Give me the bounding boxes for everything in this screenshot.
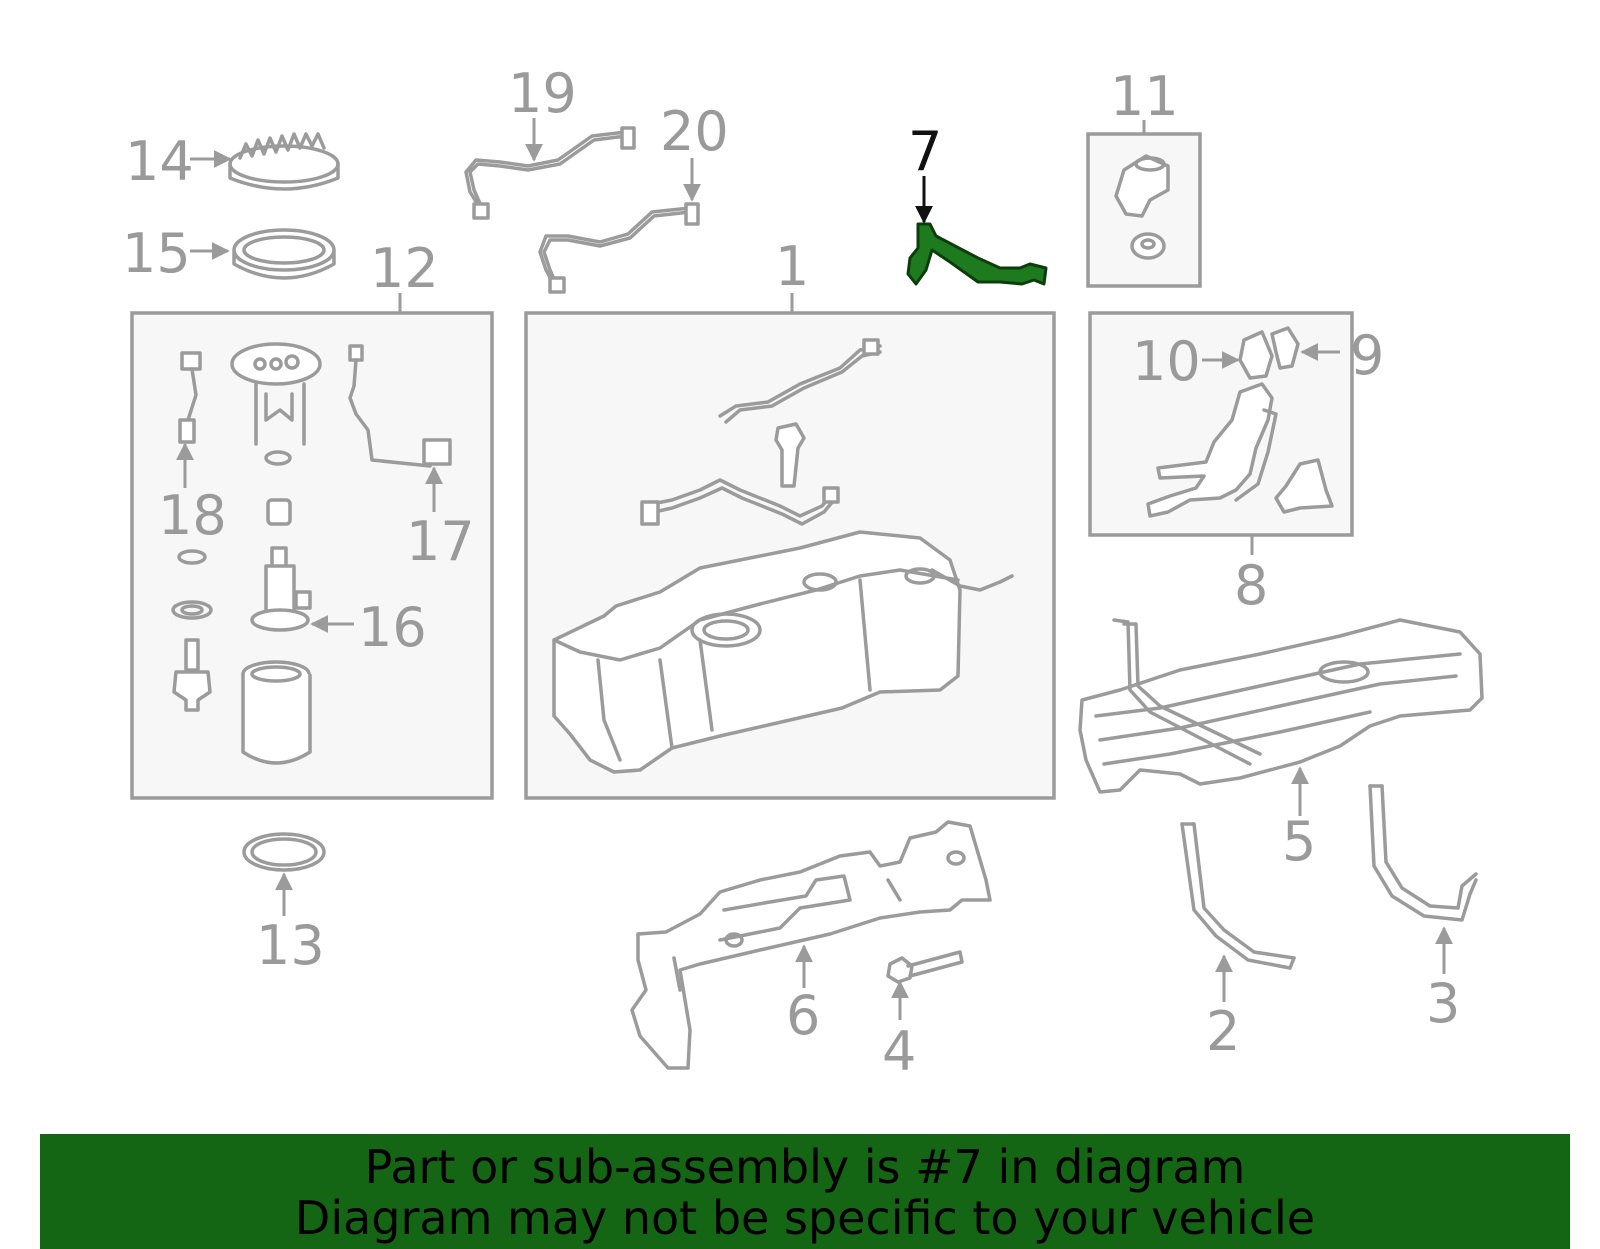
part-filler-neck bbox=[1146, 382, 1334, 518]
part-fuel-filter bbox=[241, 660, 312, 765]
part-fuel-pump-top bbox=[230, 342, 322, 446]
banner-line-2: Diagram may not be specific to your vehi… bbox=[294, 1191, 1316, 1245]
part-13-gasket bbox=[242, 832, 326, 872]
part-o-ring-c-inner bbox=[180, 604, 204, 616]
part-20-fuel-line bbox=[538, 202, 700, 294]
callout-3: 3 bbox=[1426, 972, 1460, 1035]
part-10-clip bbox=[1238, 330, 1274, 380]
part-17-sender-unit bbox=[348, 344, 452, 468]
banner-line-1: Part or sub-assembly is #7 in diagram bbox=[364, 1140, 1246, 1194]
callout-11: 11 bbox=[1110, 65, 1179, 128]
callout-15: 15 bbox=[122, 222, 191, 285]
part-o-ring-a bbox=[264, 450, 292, 466]
part-4-bolt bbox=[886, 950, 964, 984]
part-o-ring-b bbox=[177, 549, 207, 565]
part-o-ring-c bbox=[171, 600, 213, 620]
callout-2: 2 bbox=[1206, 1000, 1240, 1063]
part-15-gasket bbox=[232, 228, 336, 280]
callout-14: 14 bbox=[125, 130, 194, 193]
callout-7: 7 bbox=[908, 120, 942, 183]
callout-4: 4 bbox=[882, 1020, 916, 1083]
part-3-strap bbox=[1368, 784, 1478, 922]
callout-9: 9 bbox=[1350, 324, 1384, 387]
part-9-clip bbox=[1270, 326, 1300, 370]
part-2-strap bbox=[1180, 822, 1296, 970]
part-18-sender-wire bbox=[178, 351, 202, 444]
group-box-12 bbox=[130, 311, 494, 800]
part-1-fuel-tank bbox=[552, 530, 1014, 774]
callout-16: 16 bbox=[358, 596, 427, 659]
callout-8: 8 bbox=[1234, 554, 1268, 617]
part-14-lock-ring bbox=[228, 132, 340, 191]
callout-5: 5 bbox=[1282, 810, 1316, 873]
callout-10: 10 bbox=[1132, 330, 1201, 393]
callout-12: 12 bbox=[370, 237, 439, 300]
part-damper bbox=[266, 498, 292, 526]
callout-13: 13 bbox=[256, 914, 325, 977]
info-banner: Part or sub-assembly is #7 in diagram Di… bbox=[40, 1134, 1570, 1249]
part-5-skid-plate bbox=[1078, 618, 1484, 794]
part-6-protector bbox=[630, 820, 992, 1070]
part-pressure-regulator bbox=[172, 638, 212, 712]
part-19-vapor-line bbox=[464, 126, 636, 220]
part-16-fuel-pump bbox=[250, 546, 312, 632]
part-11-fuel-cap bbox=[1114, 154, 1170, 260]
part-1-tank-lines bbox=[640, 338, 882, 526]
callout-1: 1 bbox=[775, 235, 809, 298]
callout-6: 6 bbox=[786, 984, 820, 1047]
part-7-highlighted-bracket bbox=[906, 222, 1048, 286]
callout-19: 19 bbox=[508, 62, 577, 125]
callout-20: 20 bbox=[660, 100, 729, 163]
callout-18: 18 bbox=[158, 484, 227, 547]
callout-17: 17 bbox=[406, 510, 475, 573]
